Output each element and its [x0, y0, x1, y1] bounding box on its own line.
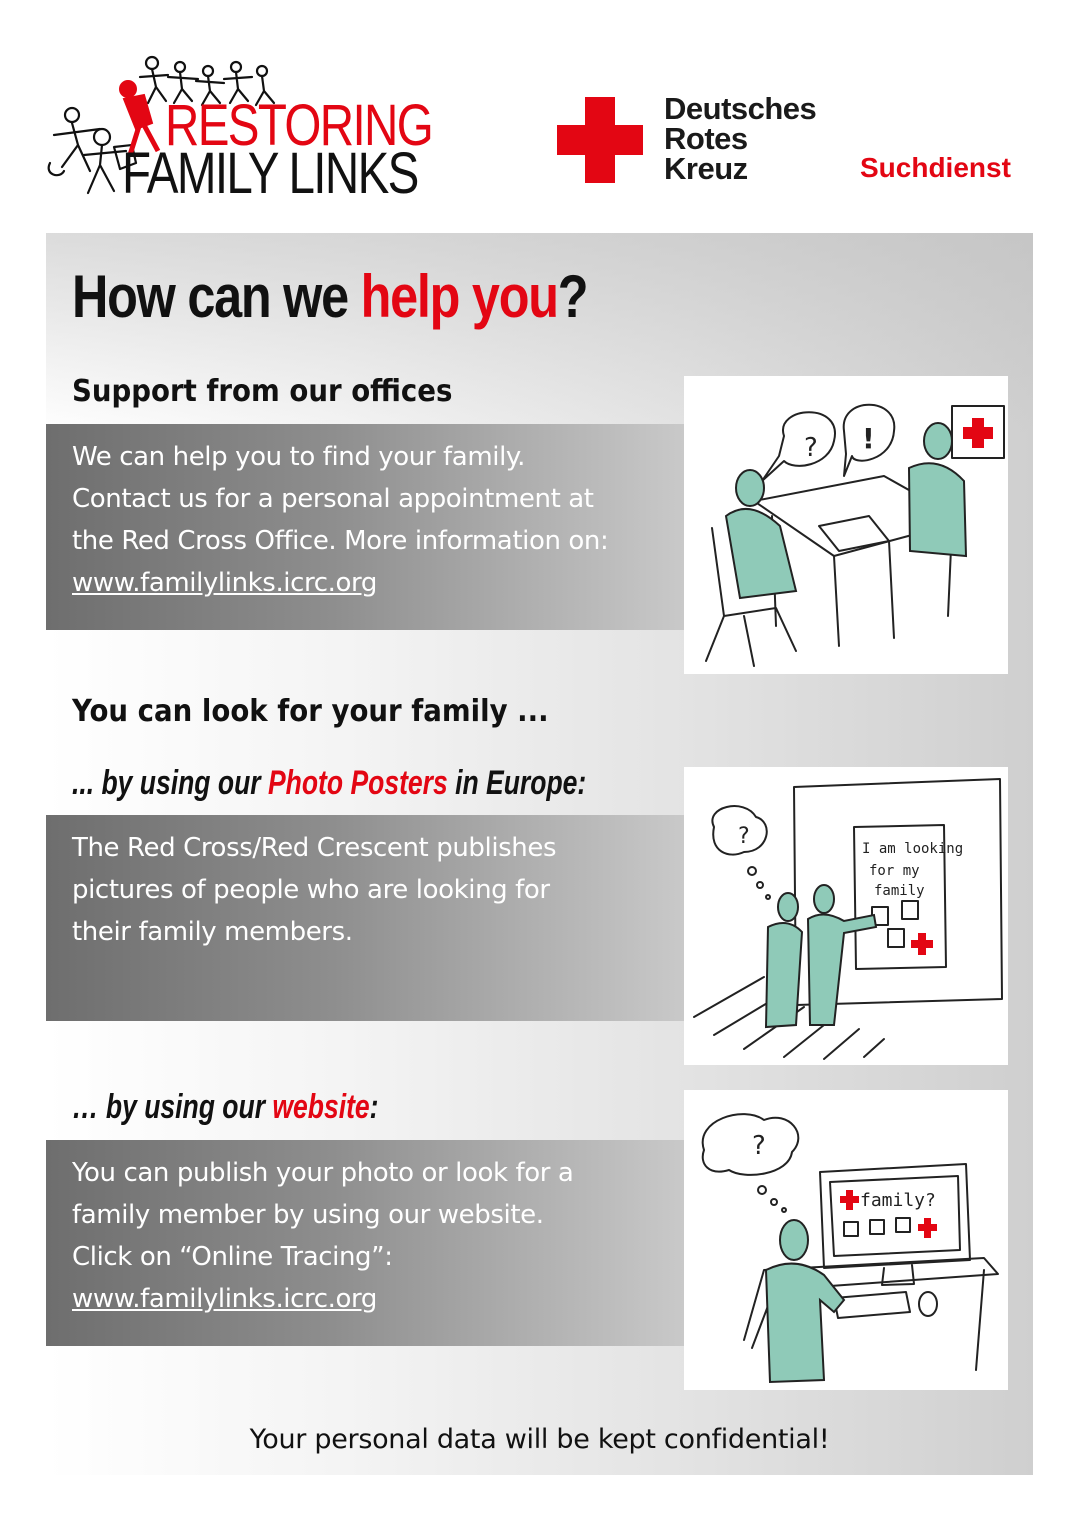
- website-title-highlight: website: [272, 1088, 370, 1126]
- posters-subtitle: ... by using our Photo Posters in Europe…: [72, 764, 586, 803]
- website-title-part: :: [369, 1088, 379, 1126]
- offices-section-title: Support from our offices: [72, 374, 453, 409]
- title-end: ?: [557, 263, 589, 330]
- restoring-family-links-logo: RESTORING FAMILY LINKS: [40, 45, 450, 205]
- drk-line-deutsches: Deutsches: [664, 91, 817, 126]
- website-line: family member by using our website.: [72, 1200, 544, 1230]
- drk-line-kreuz: Kreuz: [664, 151, 748, 186]
- drk-wordmark: Deutsches Rotes Kreuz: [664, 91, 817, 186]
- posters-title-part: ... by using our: [72, 764, 268, 802]
- svg-text:!: !: [862, 422, 875, 455]
- computer-illustration: ? family?: [684, 1090, 1008, 1390]
- poster-text-line: family: [874, 883, 925, 899]
- posters-title-highlight: Photo Posters: [267, 764, 448, 802]
- svg-text:?: ?: [804, 433, 818, 463]
- posters-line: their family members.: [72, 917, 353, 947]
- confidentiality-note: Your personal data will be kept confiden…: [249, 1424, 830, 1455]
- red-cross-icon: [557, 97, 643, 183]
- logo-line-restoring: RESTORING: [165, 93, 434, 158]
- posters-line: pictures of people who are looking for: [72, 875, 550, 905]
- drk-line-rotes: Rotes: [664, 121, 748, 156]
- poster-text-line: I am looking: [862, 841, 963, 857]
- posters-line: The Red Cross/Red Crescent publishes: [72, 833, 557, 863]
- website-subtitle: … by using our website:: [72, 1088, 379, 1127]
- website-line: Click on “Online Tracing”:: [72, 1242, 393, 1272]
- svg-text:?: ?: [738, 824, 750, 849]
- website-line: You can publish your photo or look for a: [72, 1158, 574, 1188]
- family-figures-icon: [47, 55, 276, 195]
- website-textbox: You can publish your photo or look for a…: [46, 1140, 684, 1346]
- offices-line: the Red Cross Office. More information o…: [72, 526, 609, 556]
- logo-line-family-links: FAMILY LINKS: [122, 141, 419, 206]
- posters-title-part: in Europe:: [447, 764, 587, 802]
- meeting-illustration: ? !: [684, 376, 1008, 674]
- website-title-part: … by using our: [72, 1088, 273, 1126]
- poster-illustration: I am looking for my family ?: [684, 767, 1008, 1065]
- look-section-title: You can look for your family ...: [72, 694, 549, 729]
- offices-line: Contact us for a personal appointment at: [72, 484, 594, 514]
- page-title: How can we help you?: [72, 262, 589, 331]
- screen-text: family?: [860, 1190, 936, 1211]
- offices-line: We can help you to find your family.: [72, 442, 526, 472]
- title-part: How can we: [72, 263, 361, 330]
- service-name: Suchdienst: [860, 152, 1011, 183]
- offices-website-link[interactable]: www.familylinks.icrc.org: [72, 568, 377, 598]
- poster-text-line: for my: [869, 863, 920, 879]
- website-link[interactable]: www.familylinks.icrc.org: [72, 1284, 377, 1314]
- svg-text:?: ?: [752, 1131, 766, 1161]
- offices-textbox: We can help you to find your family. Con…: [46, 424, 684, 630]
- title-highlight: help you: [360, 263, 559, 330]
- posters-textbox: The Red Cross/Red Crescent publishes pic…: [46, 815, 684, 1021]
